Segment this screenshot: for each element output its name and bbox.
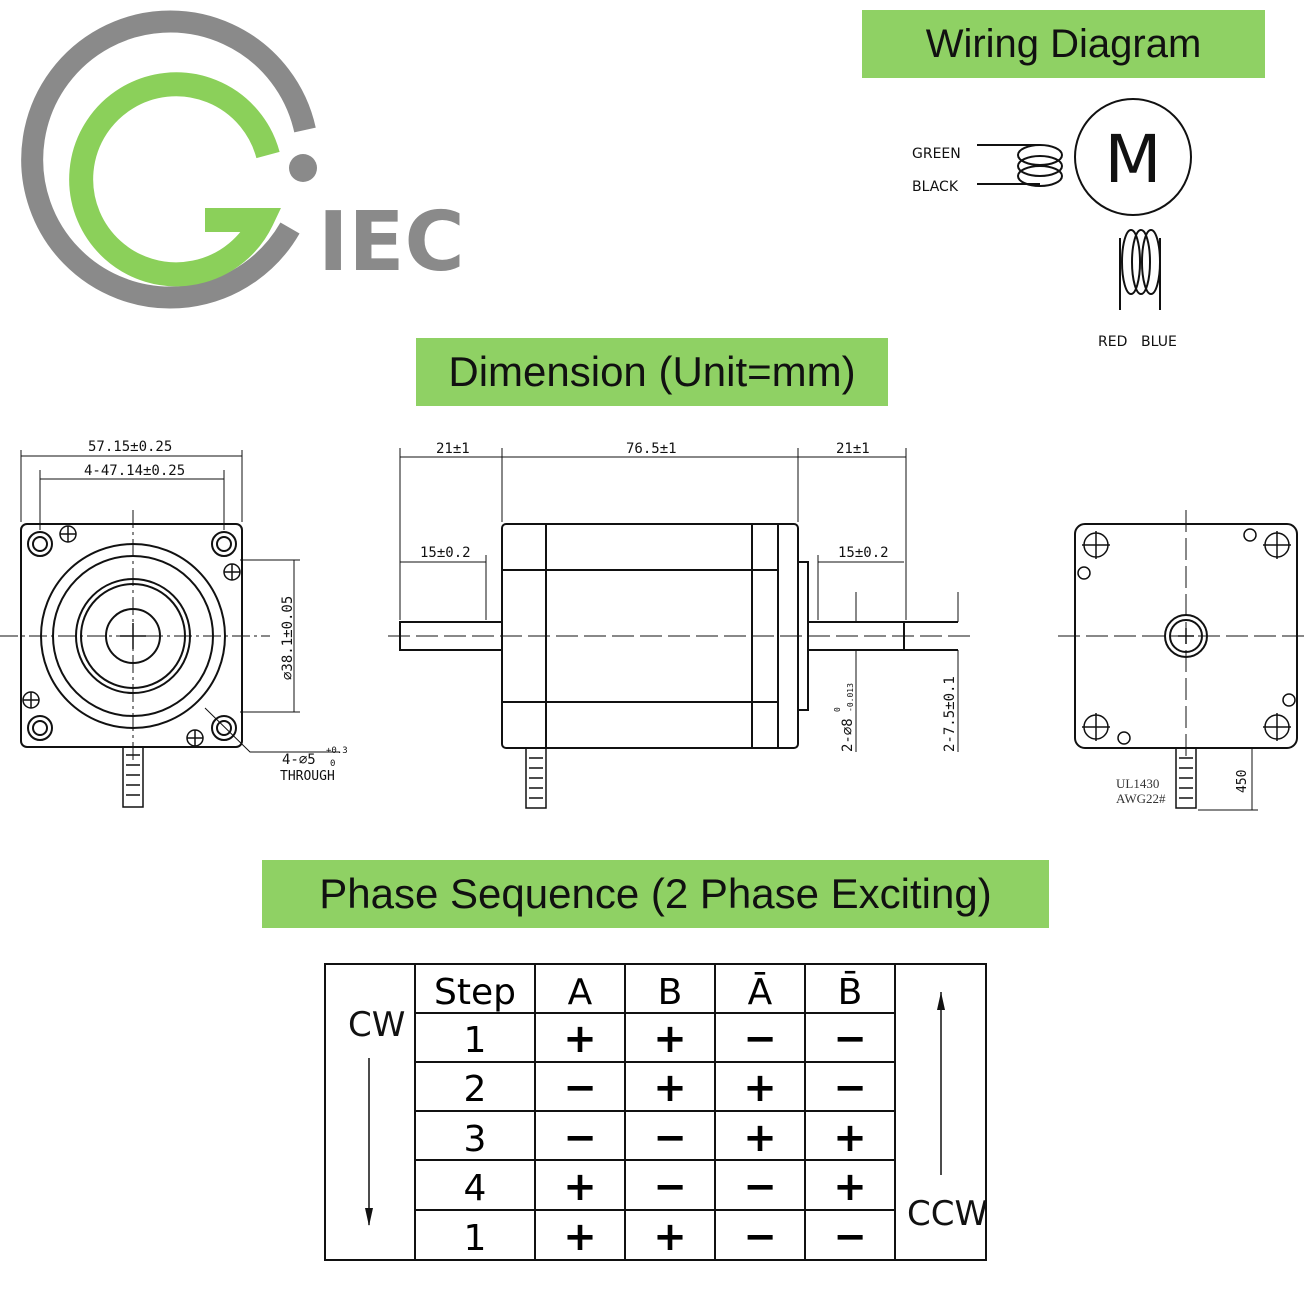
phase-header-b-bar: B̄: [838, 970, 863, 1013]
dimension-title: Dimension (Unit=mm): [416, 338, 888, 406]
front-dimension-lines: [20, 450, 340, 753]
phase-cell-a-bar: −: [743, 1016, 777, 1062]
phase-header-a-bar: Ā: [748, 972, 773, 1013]
phase-header-a: A: [568, 972, 593, 1013]
side-flat-depth-label: 2-7.5±0.1: [942, 676, 958, 752]
ccw-label: CCW: [907, 1194, 988, 1234]
coil-vertical: [1119, 229, 1161, 310]
wire-label-blue: BLUE: [1141, 334, 1177, 350]
side-shaft-diameter-label: 2-⌀8: [840, 718, 856, 752]
front-centerlines: [0, 510, 270, 760]
front-cable: [122, 746, 144, 808]
phase-cell-a: +: [563, 1164, 597, 1210]
front-mount-holes-label: 4-⌀5: [282, 752, 316, 768]
front-aux-holes: [22, 525, 241, 747]
side-flat-right-label: 15±0.2: [838, 545, 889, 561]
phase-cell-a-bar: −: [743, 1164, 777, 1210]
phase-sequence-title: Phase Sequence (2 Phase Exciting): [262, 860, 1049, 928]
side-shaft-left-length-label: 21±1: [436, 441, 470, 457]
phase-cell-a-bar: +: [743, 1115, 777, 1161]
rear-mount-holes: [1077, 528, 1296, 745]
wiring-diagram-title: Wiring Diagram: [862, 10, 1265, 78]
phase-cell-b-bar: −: [833, 1016, 867, 1062]
wire-label-black: BLACK: [912, 179, 959, 195]
cw-label: CW: [348, 1005, 405, 1045]
phase-cell-b-bar: +: [833, 1164, 867, 1210]
rear-cable-spec-line2: AWG22#: [1116, 791, 1166, 806]
phase-cell-b: −: [653, 1115, 687, 1161]
phase-cell-a: −: [563, 1065, 597, 1111]
rear-centerlines: [1058, 510, 1306, 760]
phase-cell-b-bar: +: [833, 1115, 867, 1161]
rear-cable-spec-line1: UL1430: [1116, 776, 1159, 791]
rear-cable-length-label: 450: [1235, 770, 1250, 793]
phase-cell-b: −: [653, 1164, 687, 1210]
phase-cell-a: +: [563, 1016, 597, 1062]
side-cable: [525, 747, 547, 809]
logo-outer-ring: [21, 10, 316, 309]
motor-symbol-letter: M: [1105, 121, 1162, 198]
phase-table: [324, 963, 987, 1261]
wire-label-green: GREEN: [912, 146, 961, 162]
cw-arrow-head: [365, 1208, 373, 1226]
rear-view: [1058, 510, 1306, 811]
phase-step-number: 4: [464, 1168, 487, 1209]
front-flange-width-label: 57.15±0.25: [88, 439, 172, 455]
rear-dimension-lines: [1198, 747, 1258, 811]
motor-symbol-circle: [1074, 98, 1192, 216]
logo-dot: [289, 154, 317, 182]
phase-step-number: 1: [464, 1218, 487, 1259]
phase-cell-b: +: [653, 1016, 687, 1062]
front-mount-holes: [27, 531, 237, 741]
phase-cell-a: −: [563, 1115, 597, 1161]
phase-header-step: Step: [434, 972, 516, 1013]
wire-label-red: RED: [1098, 334, 1127, 350]
side-view: [388, 448, 970, 809]
coil-horizontal: [977, 144, 1063, 187]
phase-cell-b-bar: −: [833, 1065, 867, 1111]
front-mount-holes-note: THROUGH: [280, 769, 335, 784]
front-mount-holes-tol-lower: 0: [330, 759, 335, 769]
front-mount-holes-tol-upper: +0.3: [326, 746, 348, 756]
company-logo: IEC: [21, 10, 465, 309]
side-dimension-lines: [399, 448, 959, 752]
side-shaft-diameter-tol-upper: 0: [833, 707, 842, 712]
front-pilot-diameter-label: ⌀38.1±0.05: [280, 596, 296, 680]
logo-g-letter: [69, 72, 282, 287]
phase-cell-b: +: [653, 1065, 687, 1111]
phase-step-number: 1: [464, 1020, 487, 1061]
phase-cell-a: +: [563, 1214, 597, 1260]
phase-header-b: B: [658, 972, 683, 1013]
phase-cell-b-bar: −: [833, 1214, 867, 1260]
side-shaft-right-length-label: 21±1: [836, 441, 870, 457]
front-hole-spacing-label: 4-47.14±0.25: [84, 463, 185, 479]
phase-table-frame: [324, 963, 987, 1261]
ccw-arrow-head: [937, 992, 945, 1010]
phase-cell-b: +: [653, 1214, 687, 1260]
phase-step-number: 2: [464, 1069, 487, 1110]
phase-step-number: 3: [464, 1119, 487, 1160]
side-body-length-label: 76.5±1: [626, 441, 677, 457]
side-shaft-diameter-tol-lower: -0.013: [846, 683, 855, 712]
logo-brand-text: IEC: [318, 195, 465, 290]
front-view: [0, 450, 340, 808]
side-flat-left-label: 15±0.2: [420, 545, 471, 561]
phase-cell-a-bar: +: [743, 1065, 777, 1111]
wiring-diagram: M: [977, 98, 1192, 310]
phase-cell-a-bar: −: [743, 1214, 777, 1260]
rear-cable: [1175, 747, 1197, 809]
